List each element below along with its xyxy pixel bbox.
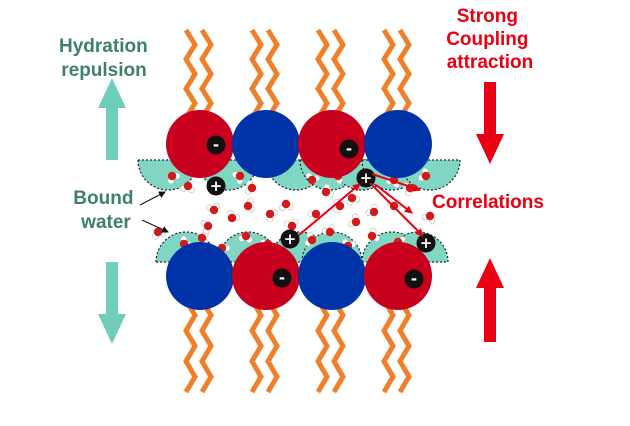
water-molecule-icon <box>421 211 436 224</box>
lipid-tail <box>331 298 346 394</box>
minus-ion-icon: - <box>206 135 226 155</box>
water-molecule-icon <box>244 180 257 195</box>
water-molecule-icon <box>197 231 209 246</box>
down-arrow-icon <box>98 262 126 344</box>
bound-water-label: Bound water <box>73 188 138 233</box>
lipid-tail <box>331 28 346 120</box>
lipid-headgroup <box>298 110 366 178</box>
strong-label-line1: Strong <box>457 6 518 27</box>
minus-ion-icon: - <box>272 268 292 288</box>
water-molecule-icon <box>231 171 245 185</box>
plus-ion-icon: + <box>206 176 226 196</box>
ions: ----++++ <box>206 135 436 289</box>
minus-ion-icon: - <box>404 269 424 289</box>
water-molecule-icon <box>243 198 256 213</box>
strong-label-line2: Coupling <box>446 29 528 50</box>
hydration-label: Hydration repulsion <box>59 36 153 81</box>
plus-ion-icon: + <box>280 229 300 249</box>
strong-coupling-label: Strong Coupling attraction <box>446 6 534 73</box>
water-molecule-icon <box>321 224 336 237</box>
lipid-tail <box>265 298 280 394</box>
lipid-tail <box>397 298 412 394</box>
pointer-arrow-2 <box>141 219 169 233</box>
water-molecule-icon <box>304 232 317 247</box>
lipid-headgroups <box>166 110 432 310</box>
svg-text:+: + <box>284 230 297 248</box>
svg-text:-: - <box>346 140 352 158</box>
water-molecule-icon <box>180 181 195 193</box>
lipid-tail <box>249 298 264 394</box>
lipid-tail <box>265 28 280 120</box>
correlation-arrow-4 <box>375 184 413 214</box>
pointer-arrow-1 <box>139 191 166 206</box>
correlation-arrow-2 <box>369 182 424 237</box>
minus-ion-icon: - <box>339 139 359 159</box>
plus-ion-icon: + <box>416 233 436 253</box>
lipid-headgroup <box>232 110 300 178</box>
lipid-headgroup <box>298 242 366 310</box>
water-molecule-icon <box>284 218 299 231</box>
svg-text:-: - <box>213 136 219 154</box>
hydration-arrows <box>98 78 126 344</box>
lipid-tail <box>381 298 396 394</box>
bound-water-pointers <box>139 191 169 233</box>
lipid-tail <box>249 28 264 120</box>
lipid-tails-top <box>183 28 412 120</box>
lipid-tail <box>315 28 330 120</box>
water-molecule-icon <box>346 193 361 206</box>
water-molecule-icon <box>265 209 279 223</box>
water-molecule-icon <box>367 227 380 242</box>
lipid-tails-bottom <box>183 298 412 394</box>
correlations-label: Correlations <box>432 192 544 213</box>
correlation-arrow-3 <box>371 173 421 192</box>
water-molecule-icon <box>227 209 241 223</box>
svg-text:+: + <box>420 234 433 252</box>
water-molecule-icon <box>365 203 379 217</box>
water-molecule-icon <box>305 172 320 185</box>
lipid-tail <box>381 28 396 120</box>
lipid-tail <box>183 298 198 394</box>
water-molecule-icon <box>348 213 361 228</box>
attraction-arrows <box>476 82 504 342</box>
lipid-tail <box>397 28 412 120</box>
hydration-label-line1: Hydration <box>59 36 148 57</box>
water-molecule-icon <box>279 199 294 211</box>
water-molecule-icon <box>206 202 221 215</box>
correlation-arrow-1 <box>298 183 361 236</box>
water-molecule-icon <box>238 231 253 244</box>
svg-text:-: - <box>411 270 417 288</box>
water-molecule-icon <box>200 219 213 234</box>
lipid-tail <box>199 298 214 394</box>
correlation-arrows <box>298 173 424 237</box>
lipid-tail <box>315 298 330 394</box>
lipid-headgroup <box>166 242 234 310</box>
bound-water-label-line1: Bound <box>73 188 133 209</box>
lipid-headgroup <box>364 242 432 310</box>
hydration-label-line2: repulsion <box>61 60 147 81</box>
up-arrow-icon <box>98 78 126 160</box>
svg-text:+: + <box>210 177 223 195</box>
lipid-headgroup <box>364 110 432 178</box>
water-molecule-icon <box>321 183 334 198</box>
svg-text:-: - <box>279 269 285 287</box>
water-molecule-icon <box>418 167 431 182</box>
svg-text:+: + <box>360 169 373 187</box>
down-arrow-icon <box>476 82 504 164</box>
lipid-headgroup <box>166 110 234 178</box>
strong-label-line3: attraction <box>447 52 534 73</box>
lipid-tail <box>199 28 214 120</box>
bound-water-label-line2: water <box>80 212 131 233</box>
water-molecule-icon <box>167 171 181 185</box>
lipid-headgroup <box>232 242 300 310</box>
up-arrow-icon <box>476 258 504 342</box>
lipid-tail <box>183 28 198 120</box>
